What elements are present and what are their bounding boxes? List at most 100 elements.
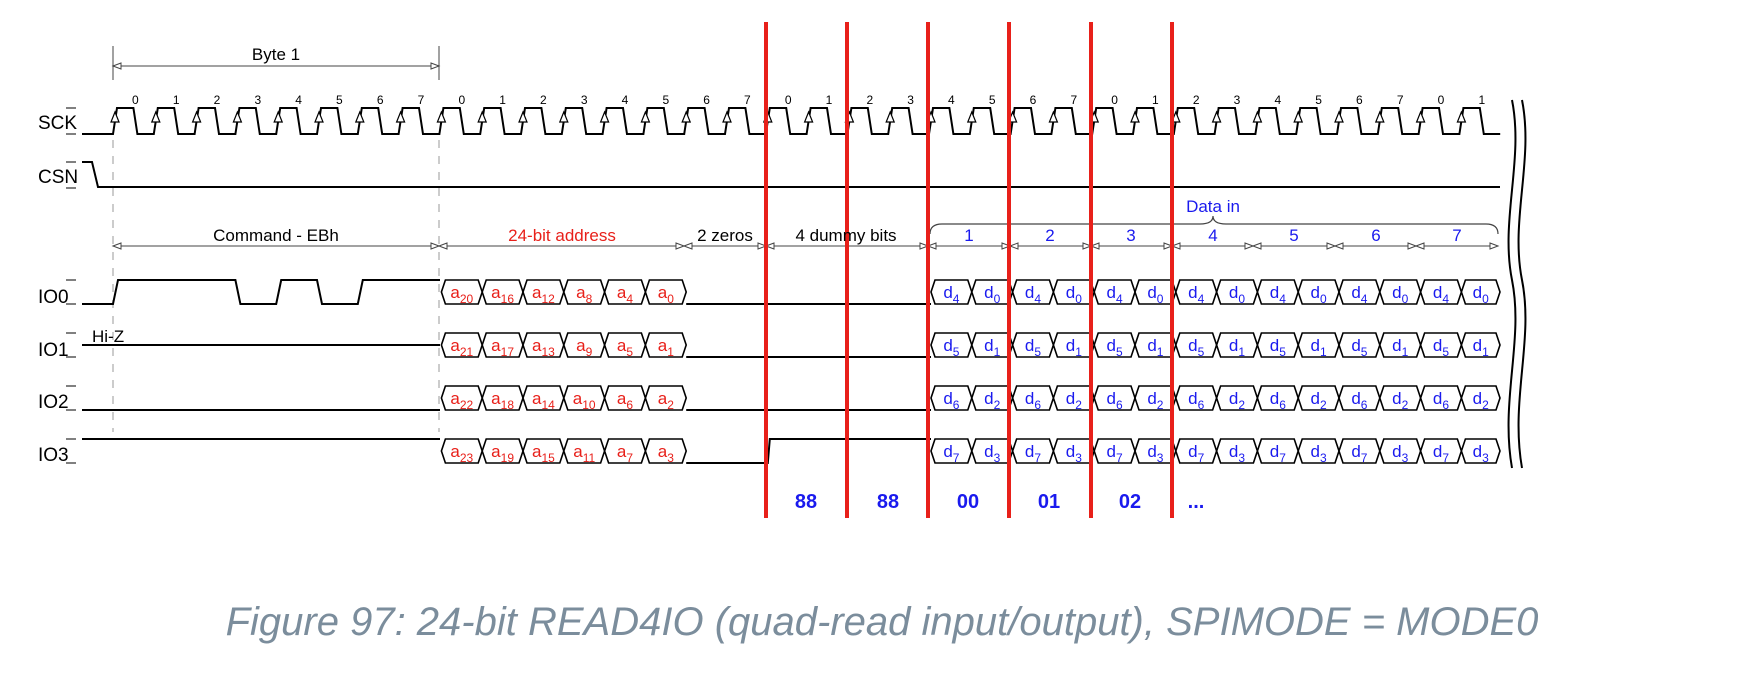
data-in-label: Data in (1186, 197, 1240, 216)
csn-label: CSN (38, 167, 78, 188)
clock-edge-label: 7 (1397, 93, 1404, 107)
arrow-head (1089, 242, 1100, 250)
arrow-head (1333, 242, 1344, 250)
figure-caption: Figure 97: 24-bit READ4IO (quad-read inp… (225, 600, 1539, 644)
data-group-4: 4 (1208, 226, 1217, 245)
io3-label: IO3 (38, 445, 69, 466)
clock-edge-label: 2 (1193, 93, 1200, 107)
arrow-head (430, 62, 441, 70)
data-in-brace (929, 215, 1499, 235)
sck-edge-arrow (1252, 110, 1263, 123)
clock-edge-label: 4 (1274, 93, 1281, 107)
clock-edge-label: 2 (540, 93, 547, 107)
hex-value-3: 00 (957, 491, 979, 513)
clock-edge-label: 5 (662, 93, 669, 107)
csn-waveform (82, 161, 1500, 188)
arrow-head (764, 242, 775, 250)
arrow-head (926, 242, 937, 250)
clock-edge-label: 7 (418, 93, 425, 107)
sck-edge-arrow (191, 110, 202, 123)
data-bit-box (1460, 438, 1501, 464)
clock-edge-label: 2 (214, 93, 221, 107)
arrow-head (1251, 242, 1262, 250)
clock-edge-label: 3 (254, 93, 261, 107)
sck-edge-arrow (885, 110, 896, 123)
hex-value-2: 88 (877, 491, 899, 513)
arrow-head (1414, 242, 1425, 250)
sck-edge-arrow (150, 110, 161, 123)
arrow-head (430, 242, 441, 250)
arrow-head (757, 242, 768, 250)
sck-label: SCK (38, 113, 77, 134)
sck-edge-arrow (477, 110, 488, 123)
clock-edge-label: 3 (1234, 93, 1241, 107)
sck-edge-arrow (1334, 110, 1344, 123)
dummy-label: 4 dummy bits (795, 226, 896, 245)
arrow-head (1082, 242, 1093, 250)
arrow-head (1407, 242, 1418, 250)
clock-edge-label: 4 (622, 93, 629, 107)
data-group-7: 7 (1452, 226, 1461, 245)
address-bit-box (644, 279, 688, 305)
sck-edge-arrow (640, 110, 651, 123)
hex-value-5: 02 (1119, 491, 1141, 513)
clock-edge-label: 6 (703, 93, 710, 107)
sck-edge-arrow (558, 110, 569, 123)
clock-edge-label: 1 (1478, 93, 1485, 107)
clock-edge-label: 1 (173, 93, 180, 107)
sck-edge-arrow (722, 110, 732, 123)
clock-edge-label: 3 (581, 93, 588, 107)
clock-edge-label: 1 (499, 93, 506, 107)
io0-command-waveform (82, 279, 440, 305)
zeros-label: 2 zeros (697, 226, 753, 245)
clock-edge-label: 6 (377, 93, 384, 107)
arrow-head (111, 242, 122, 250)
clock-edge-label: 6 (1030, 93, 1037, 107)
clock-edge-label: 7 (744, 93, 751, 107)
io1-label: IO1 (38, 340, 69, 361)
address-bit-box (644, 332, 688, 358)
sck-edge-arrow (232, 110, 243, 123)
clock-edge-label: 0 (1111, 93, 1118, 107)
clock-edge-label: 0 (785, 93, 792, 107)
arrow-head (1001, 242, 1012, 250)
break-symbol-right (1517, 99, 1527, 469)
sck-edge-arrow (395, 110, 406, 123)
sck-edge-arrow (314, 110, 324, 123)
arrow-head (111, 62, 122, 70)
clock-edge-label: 6 (1356, 93, 1363, 107)
arrow-head (919, 242, 930, 250)
clock-edge-label: 7 (1070, 93, 1077, 107)
sck-edge-arrow (1374, 110, 1385, 123)
clock-edge-label: 1 (1152, 93, 1159, 107)
data-group-3: 3 (1126, 226, 1135, 245)
break-symbol-left (1507, 99, 1517, 469)
clock-edge-label: 3 (907, 93, 914, 107)
clock-edge-label: 0 (1438, 93, 1445, 107)
sck-edge-arrow (354, 110, 365, 123)
sck-edge-arrow (1456, 110, 1467, 123)
arrow-head (437, 242, 448, 250)
clock-edge-label: 5 (336, 93, 343, 107)
hex-value-6: ... (1188, 491, 1205, 513)
arrow-head (1326, 242, 1337, 250)
data-group-6: 6 (1371, 226, 1380, 245)
sck-edge-arrow (273, 110, 284, 123)
hex-value-4: 01 (1038, 491, 1060, 513)
clock-edge-label: 0 (132, 93, 139, 107)
data-bit-box (1460, 279, 1501, 305)
sck-edge-arrow (966, 110, 977, 123)
data-bit-box (1460, 332, 1501, 358)
hex-value-1: 88 (795, 491, 817, 513)
sck-edge-arrow (599, 110, 610, 123)
sck-waveform (82, 107, 1501, 135)
arrow-head (675, 242, 686, 250)
sck-edge-arrow (1130, 110, 1140, 123)
clock-edge-label: 5 (989, 93, 996, 107)
io0-label: IO0 (38, 287, 69, 308)
arrow-head (1163, 242, 1174, 250)
clock-edge-label: 5 (1315, 93, 1322, 107)
data-group-2: 2 (1045, 226, 1054, 245)
data-group-1: 1 (964, 226, 973, 245)
